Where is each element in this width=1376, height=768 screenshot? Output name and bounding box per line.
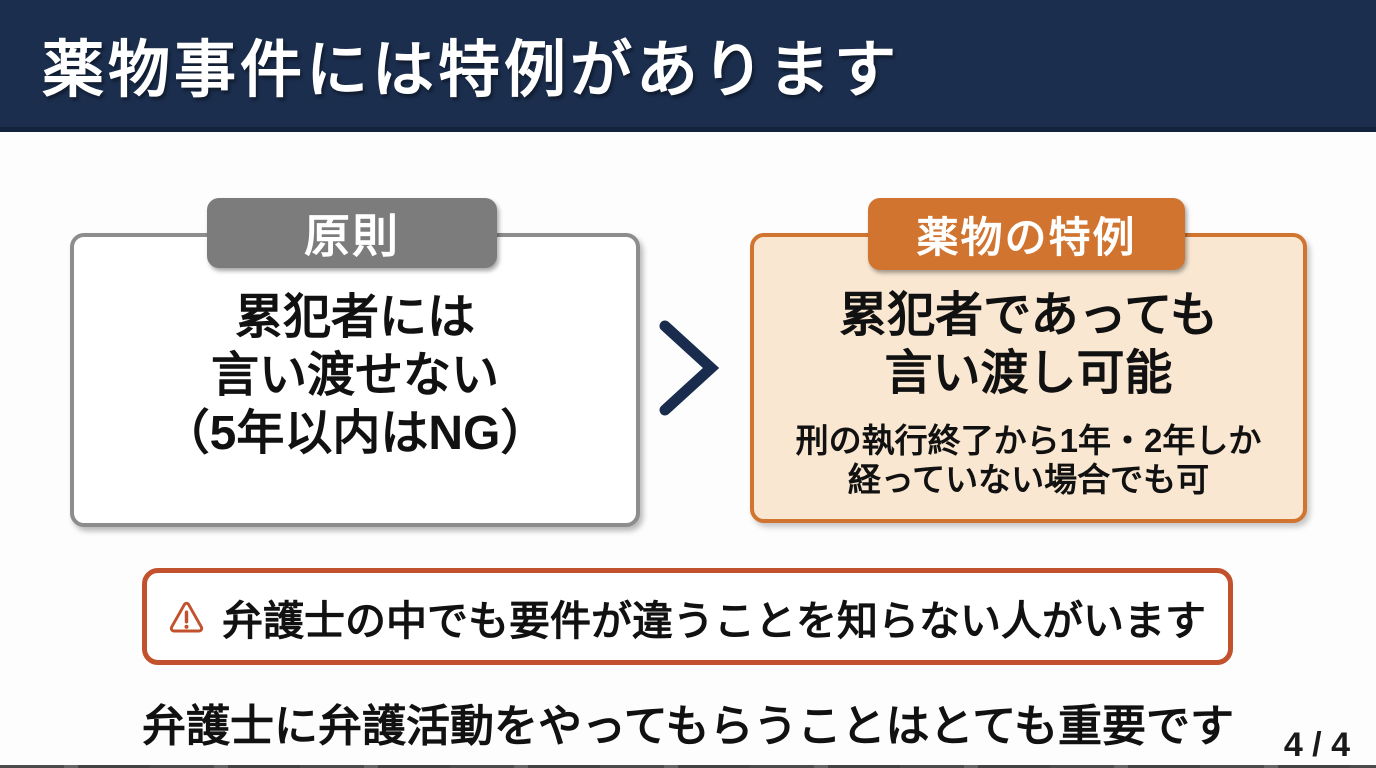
warning-triangle-icon xyxy=(169,601,204,632)
warning-banner: 弁護士の中でも要件が違うことを知らない人がいます xyxy=(142,568,1233,665)
exception-tab: 薬物の特例 xyxy=(868,198,1185,270)
exception-note-line: 刑の執行終了から1年・2年しか xyxy=(795,422,1262,459)
slide-title: 薬物事件には特例があります xyxy=(42,35,901,105)
exception-card: 累犯者であっても 言い渡し可能 刑の執行終了から1年・2年しか 経っていない場合… xyxy=(750,233,1307,523)
principle-line: 累犯者には xyxy=(234,291,475,344)
exception-note: 刑の執行終了から1年・2年しか 経っていない場合でも可 xyxy=(754,421,1303,499)
page-indicator: 4 / 4 xyxy=(1283,726,1350,764)
principle-line: 言い渡せない xyxy=(210,349,499,402)
chevron-right-icon xyxy=(659,320,720,416)
exception-card-body: 累犯者であっても 言い渡し可能 刑の執行終了から1年・2年しか 経っていない場合… xyxy=(754,287,1303,499)
warning-text: 弁護士の中でも要件が違うことを知らない人がいます xyxy=(222,597,1206,644)
header-bar: 薬物事件には特例があります xyxy=(0,0,1376,132)
principle-tab: 原則 xyxy=(207,198,497,268)
exception-note-line: 経っていない場合でも可 xyxy=(847,461,1210,498)
footer-message: 弁護士に弁護活動をやってもらうことはとても重要です xyxy=(141,702,1235,751)
principle-line: （5年以内はNG） xyxy=(161,407,549,460)
principle-card: 累犯者には 言い渡せない （5年以内はNG） xyxy=(70,233,640,527)
exception-line: 累犯者であっても xyxy=(839,289,1218,342)
principle-card-body: 累犯者には 言い渡せない （5年以内はNG） xyxy=(74,289,636,463)
bottom-edge-artifact xyxy=(0,765,1376,768)
exception-line: 言い渡し可能 xyxy=(884,347,1173,400)
